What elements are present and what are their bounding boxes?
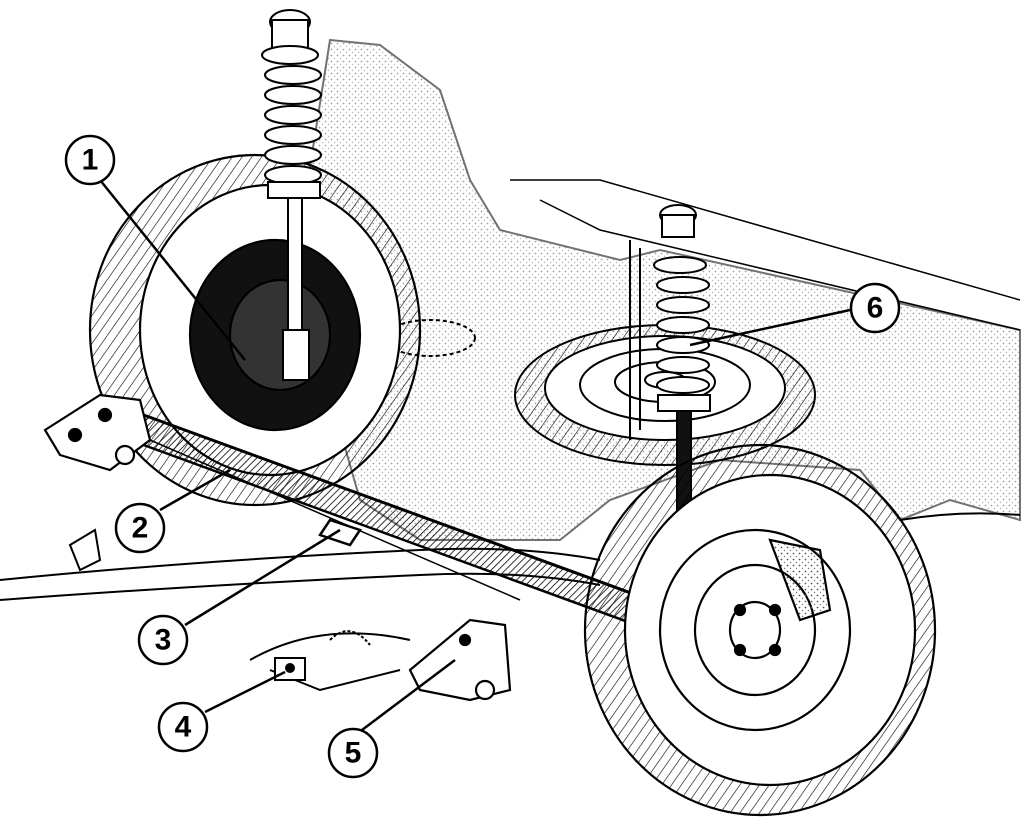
callout-6-label: 6 (867, 292, 884, 325)
tank-filler-ring (384, 319, 476, 357)
leader-line-5 (361, 659, 456, 731)
leader-line-4 (204, 670, 286, 714)
leader-lines (99, 179, 851, 731)
left-rear-wheel (88, 153, 422, 507)
callout-3: 3 (137, 614, 189, 666)
leader-line-3 (184, 528, 341, 627)
right-spring-hanger (408, 618, 512, 702)
callout-1-label: 1 (82, 144, 99, 177)
callout-2-label: 2 (132, 512, 149, 545)
callout-4-label: 4 (175, 711, 192, 744)
leader-line-2 (159, 468, 231, 512)
callout-5-label: 5 (345, 737, 362, 770)
leader-line-6 (689, 308, 851, 347)
left-spring-hanger (43, 393, 152, 472)
callout-3-label: 3 (155, 624, 172, 657)
left-coil-spring-shock (261, 9, 322, 381)
handbrake-linkage (68, 528, 411, 692)
callout-4: 4 (157, 701, 209, 753)
callout-2: 2 (114, 502, 166, 554)
leader-line-1 (99, 179, 246, 361)
callout-5: 5 (327, 727, 379, 779)
callout-1: 1 (64, 134, 116, 186)
callout-6: 6 (849, 282, 901, 334)
right-rear-wheel (583, 443, 937, 817)
